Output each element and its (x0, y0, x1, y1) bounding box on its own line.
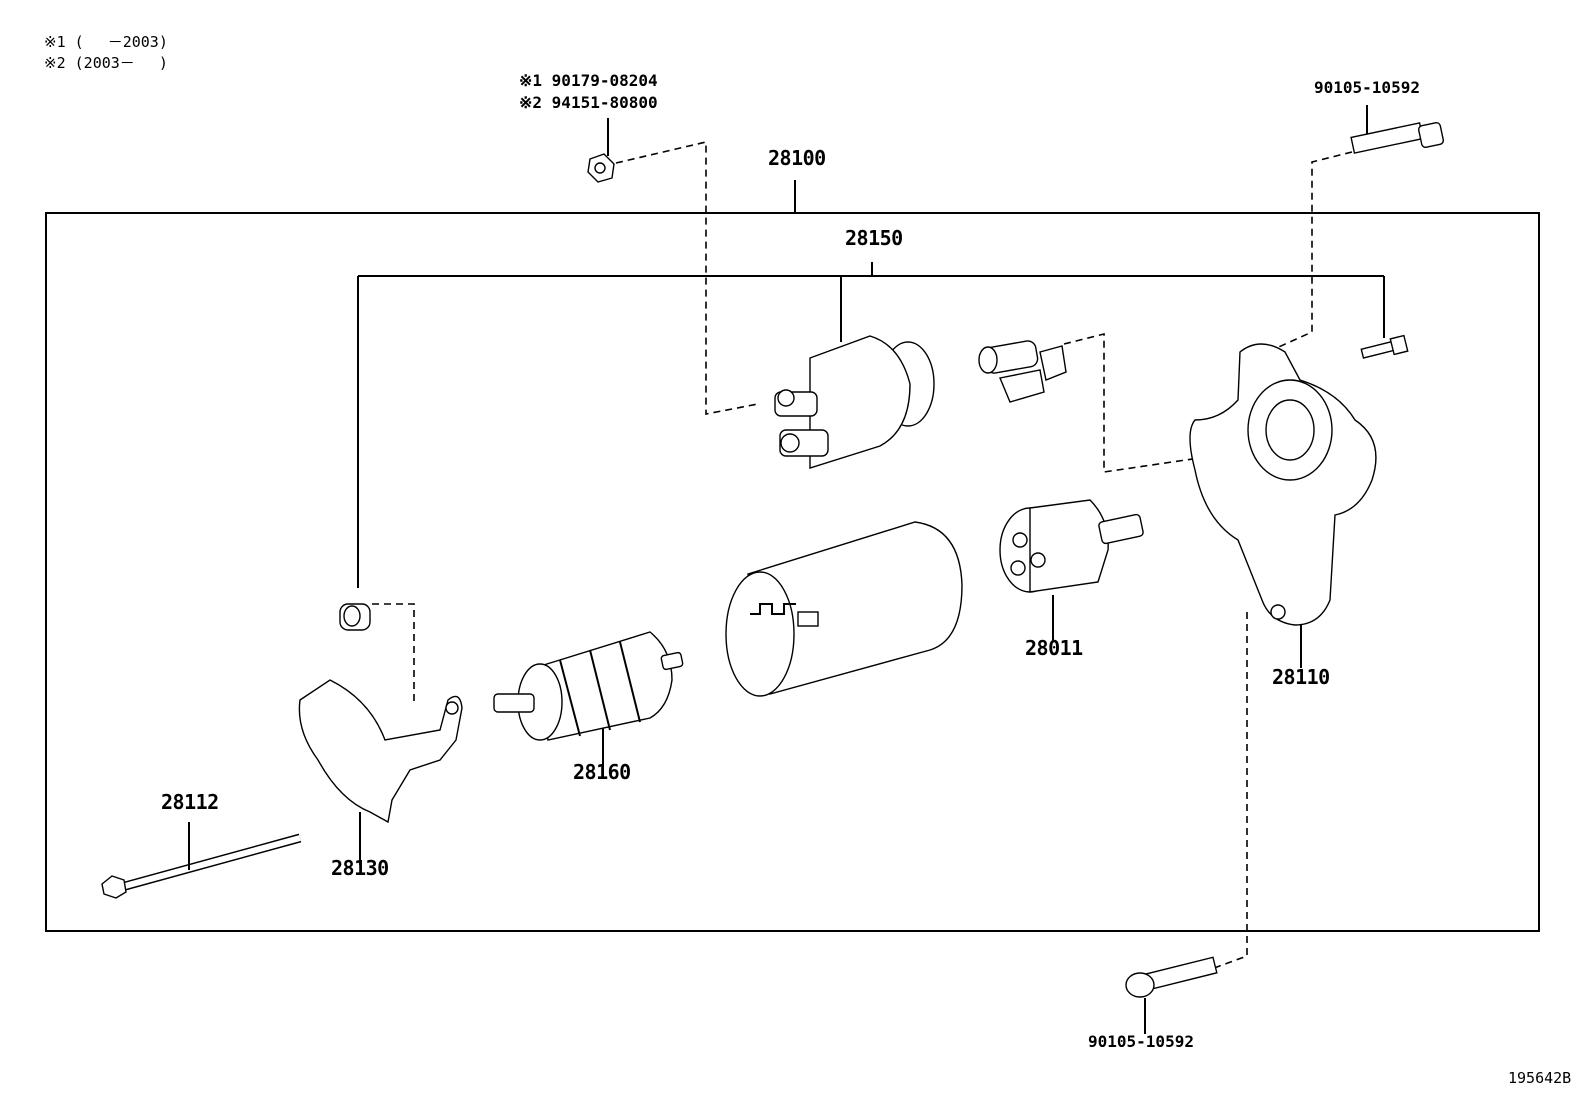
yoke-icon (725, 521, 963, 697)
part-number-28112: 28112 (161, 790, 219, 814)
small-bolt-icon (1360, 334, 1409, 359)
assembly-frame (45, 212, 1540, 932)
part-number-28100: 28100 (768, 146, 826, 170)
solenoid-icon (774, 335, 935, 469)
bolt-top-right-icon (1350, 105, 1445, 154)
armature-icon (493, 631, 684, 741)
part-number-28011: 28011 (1025, 636, 1083, 660)
plunger-icon (978, 340, 1067, 403)
drive-housing-icon (1189, 343, 1377, 626)
part-number-28150: 28150 (845, 226, 903, 250)
brush-holder-icon (298, 679, 463, 865)
figure-id: 195642B (1508, 1069, 1572, 1087)
bolt-bottom-icon (1125, 956, 1218, 1034)
part-number-28130: 28130 (331, 856, 389, 880)
part-number-bolt-bottom: 90105-10592 (1088, 1032, 1194, 1051)
part-number-nut-alt1: ※1 90179-08204 (519, 71, 658, 90)
nut-left-icon (339, 603, 371, 631)
part-number-28160: 28160 (573, 760, 631, 784)
legend-note-2: ※2 (2003－ ) (44, 54, 168, 72)
part-number-28110: 28110 (1272, 665, 1330, 689)
part-number-bolt-top-right: 90105-10592 (1314, 78, 1420, 97)
starter-clutch-icon (999, 499, 1144, 593)
through-bolt-icon (101, 822, 302, 899)
part-number-nut-alt2: ※2 94151-80800 (519, 93, 658, 112)
nut-top-icon (587, 118, 615, 183)
legend-note-1: ※1 ( －2003) (44, 33, 168, 51)
